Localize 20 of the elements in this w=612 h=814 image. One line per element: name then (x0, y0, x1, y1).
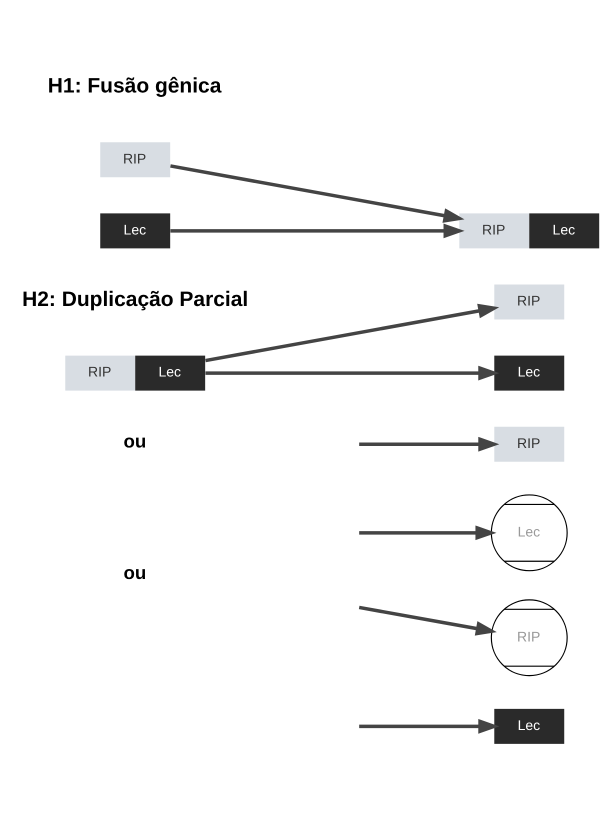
label: H1: Fusão gênica (48, 74, 222, 98)
node-box: Lec (494, 355, 564, 390)
node-box: Lec (494, 708, 564, 744)
node-box: RIP (100, 142, 170, 177)
arrow (205, 303, 500, 362)
arrow (359, 436, 500, 452)
arrow (359, 524, 496, 540)
arrow (358, 605, 497, 636)
label: ou (124, 430, 146, 451)
node-box: Lec (100, 212, 170, 248)
node-circle: Lec (490, 494, 568, 571)
node-box: RIP (494, 426, 564, 462)
arrow (170, 164, 464, 222)
arrow (206, 365, 500, 380)
arrow (359, 718, 500, 734)
node-circle: RIP (490, 598, 568, 676)
label: ou (124, 562, 146, 583)
label: H2: Duplicação Parcial (22, 287, 248, 310)
arrow (170, 223, 465, 238)
node-box: RIP (494, 284, 564, 319)
